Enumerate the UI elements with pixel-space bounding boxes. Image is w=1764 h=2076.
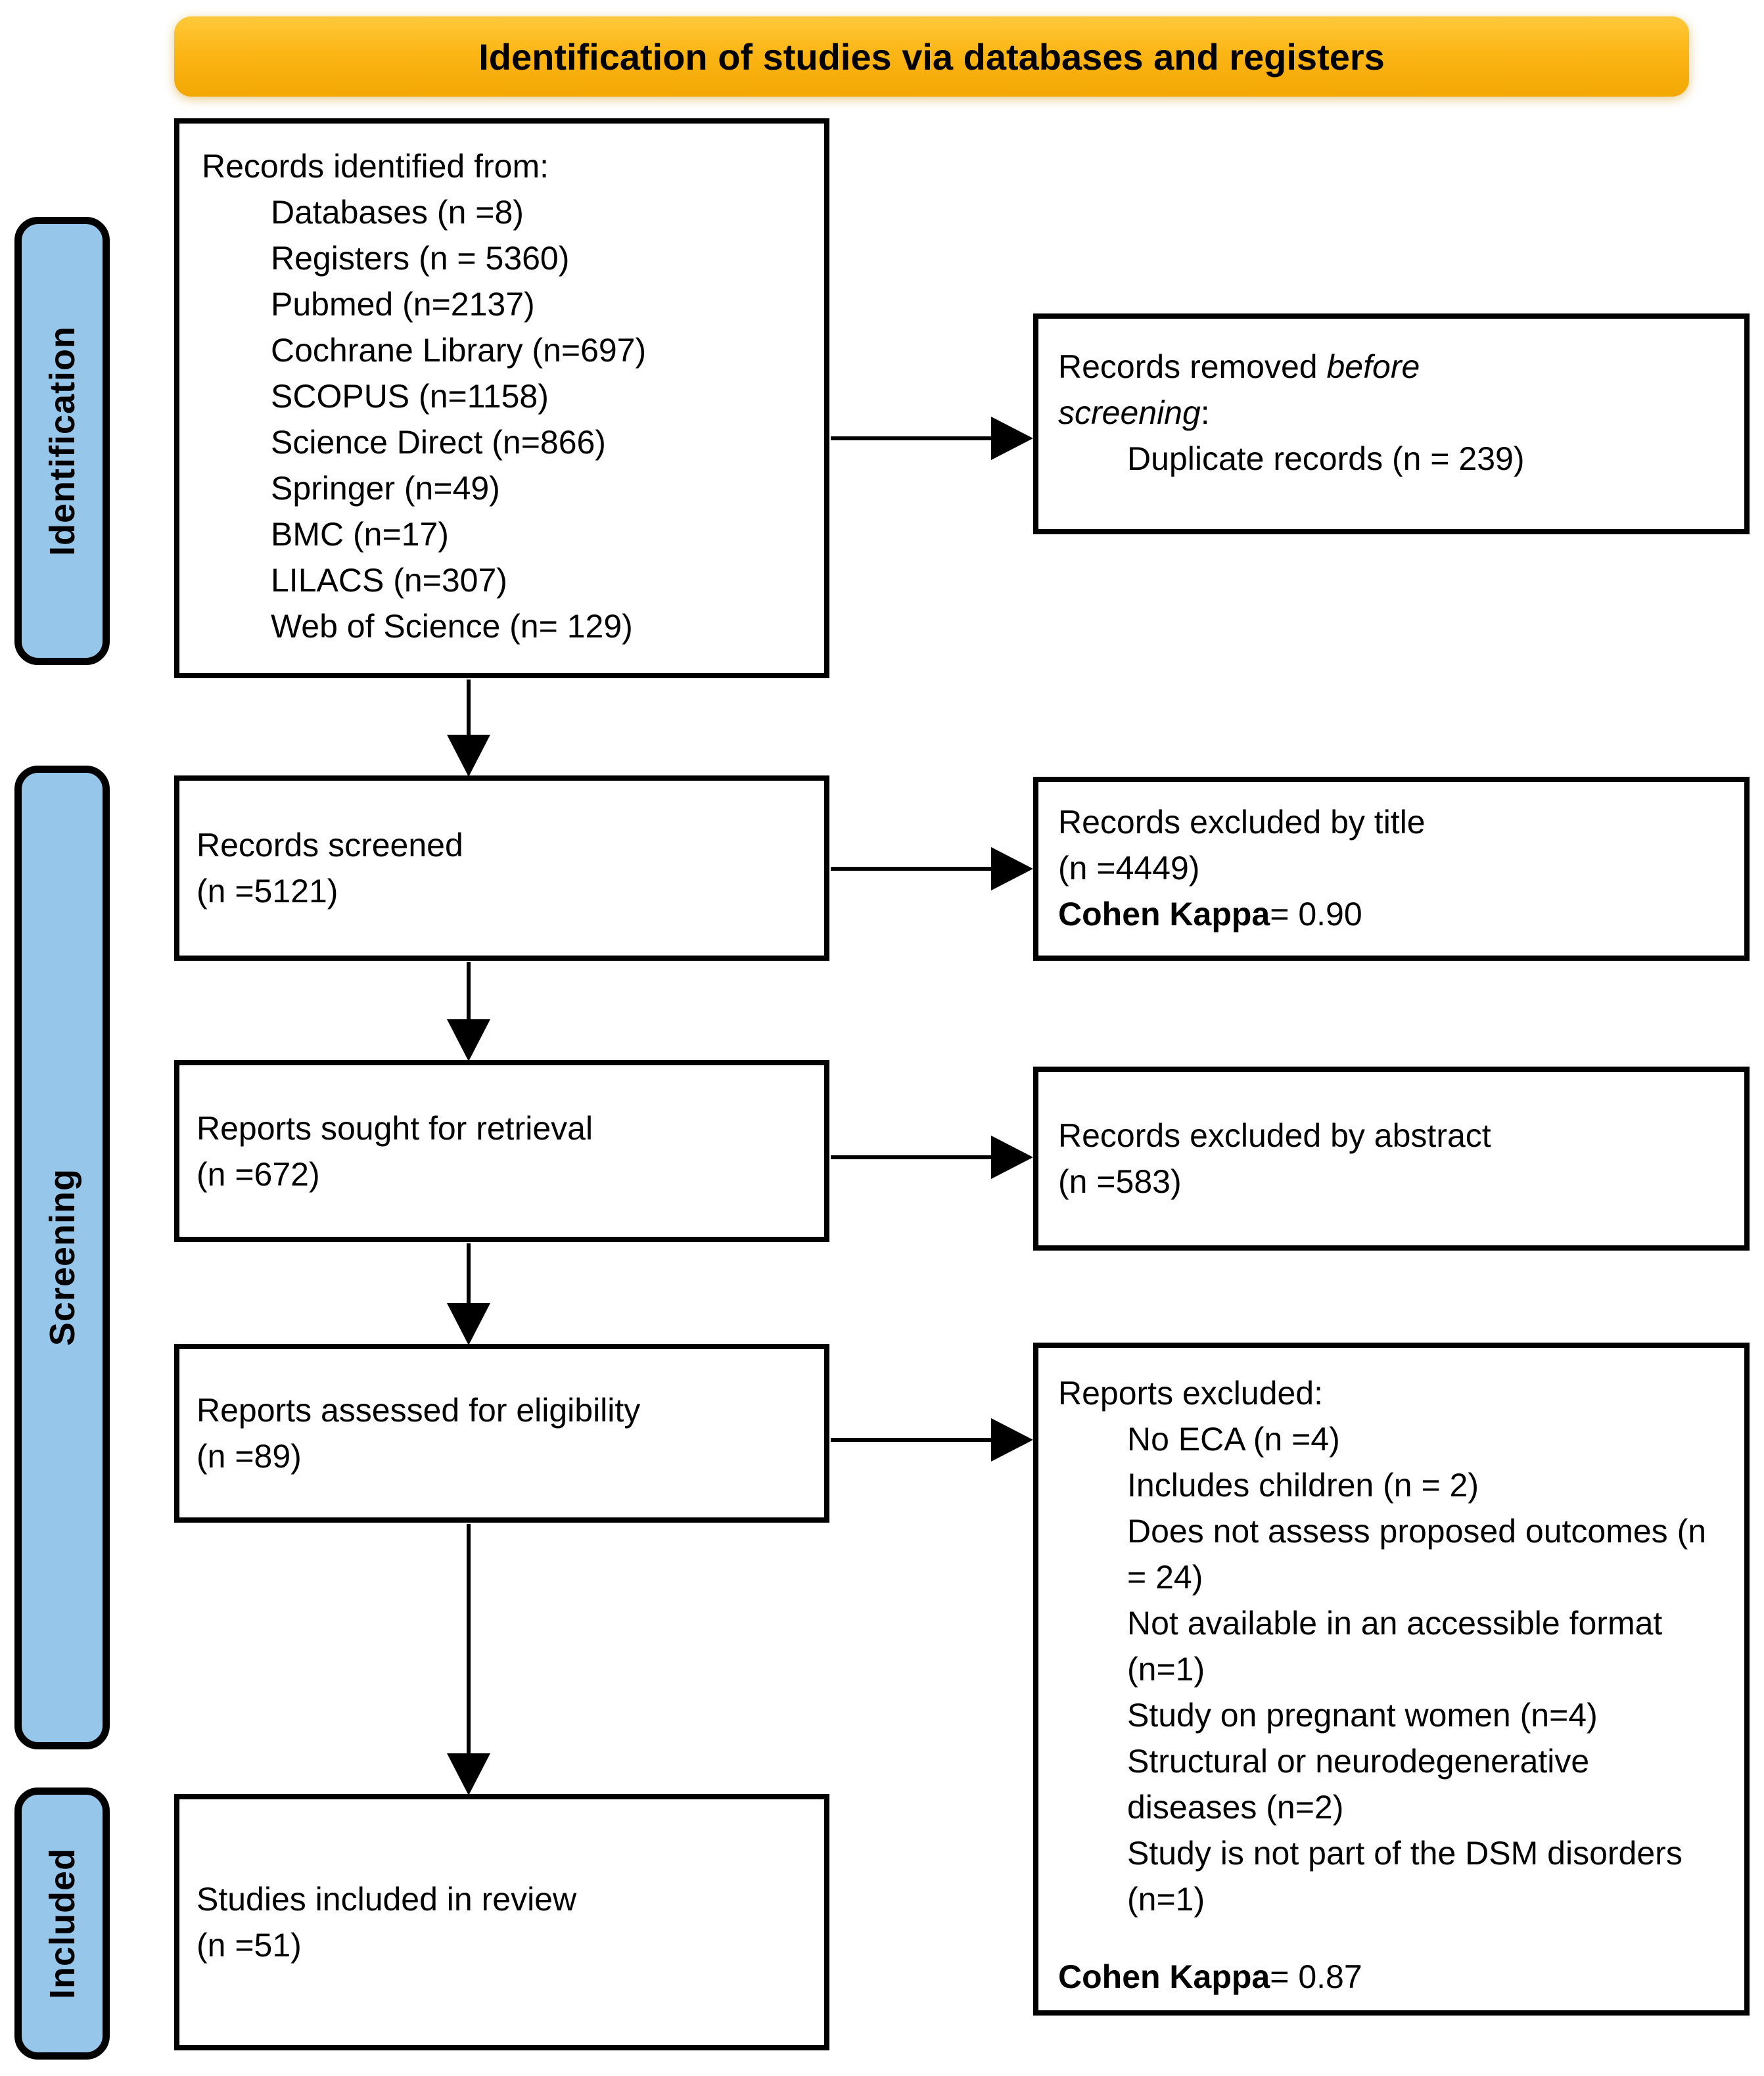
stage-screening-label: Screening <box>42 1168 82 1347</box>
box-excluded-by-title: Records excluded by title (n =4449) Cohe… <box>1033 777 1750 961</box>
reports-excluded-title: Reports excluded: <box>1058 1375 1324 1412</box>
studies-included-count: (n =51) <box>197 1927 302 1964</box>
source-bmc: BMC (n=17) <box>271 516 449 553</box>
kappa-label: Cohen Kappa <box>1058 896 1270 933</box>
banner-identification-via-databases: Identification of studies via databases … <box>174 16 1689 97</box>
records-screened-count: (n =5121) <box>197 873 338 910</box>
box-records-screened: Records screened (n =5121) <box>174 775 829 961</box>
records-screened-line1: Records screened <box>197 827 463 864</box>
excl-no-eca: No ECA (n =4) <box>1127 1421 1340 1458</box>
source-webofscience: Web of Science (n= 129) <box>271 608 633 645</box>
stage-included-label: Included <box>42 1847 82 1999</box>
excl-neurodegenerative: Structural or neurodegenerative diseases… <box>1127 1743 1590 1826</box>
kappa-label: Cohen Kappa <box>1058 1958 1270 1995</box>
box-reports-assessed: Reports assessed for eligibility (n =89) <box>174 1344 829 1523</box>
arrow-sought-to-assessed-shaft <box>467 1243 471 1306</box>
box-excluded-by-abstract: Records excluded by abstract (n =583) <box>1033 1067 1750 1251</box>
arrow-identified-to-removed-head <box>991 417 1033 460</box>
excl-children: Includes children (n = 2) <box>1127 1467 1479 1504</box>
records-removed-title: Records removed before screening: <box>1058 348 1420 431</box>
source-databases: Databases (n =8) <box>271 194 524 231</box>
source-springer: Springer (n=49) <box>271 470 500 507</box>
source-lilacs: LILACS (n=307) <box>271 562 507 599</box>
excluded-by-abstract-count: (n =583) <box>1058 1163 1182 1200</box>
arrow-sought-to-assessed-head <box>447 1303 490 1345</box>
excl-outcomes: Does not assess proposed outcomes (n = 2… <box>1127 1513 1707 1596</box>
arrow-screened-to-title-excluded-shaft <box>831 867 995 871</box>
box-records-removed-before-screening: Records removed before screening: Duplic… <box>1033 313 1750 534</box>
stage-identification-label: Identification <box>42 326 82 556</box>
reports-excluded-kappa: Cohen Kappa= 0.87 <box>1058 1958 1362 1995</box>
arrow-identified-to-screened-shaft <box>467 680 471 737</box>
excluded-by-title-count: (n =4449) <box>1058 850 1200 887</box>
arrow-screened-to-title-excluded-head <box>991 847 1033 890</box>
box-records-identified: Records identified from: Databases (n =8… <box>174 118 829 678</box>
box-reports-sought: Reports sought for retrieval (n =672) <box>174 1060 829 1242</box>
source-scopus: SCOPUS (n=1158) <box>271 378 549 415</box>
reports-assessed-line1: Reports assessed for eligibility <box>197 1392 641 1429</box>
source-pubmed: Pubmed (n=2137) <box>271 286 535 323</box>
excl-not-dsm: Study is not part of the DSM disorders (… <box>1127 1835 1683 1918</box>
excl-format: Not available in an accessible format (n… <box>1127 1605 1663 1688</box>
source-cochrane: Cochrane Library (n=697) <box>271 332 647 369</box>
studies-included-line1: Studies included in review <box>197 1881 577 1918</box>
arrow-screened-to-sought-shaft <box>467 962 471 1023</box>
records-identified-title: Records identified from: <box>202 148 549 185</box>
arrow-sought-to-abstract-excluded-head <box>991 1136 1033 1179</box>
arrow-assessed-to-included-head <box>447 1753 490 1795</box>
arrow-identified-to-screened-head <box>447 735 490 777</box>
excluded-by-abstract-line1: Records excluded by abstract <box>1058 1117 1491 1154</box>
duplicate-records-item: Duplicate records (n = 239) <box>1127 440 1525 477</box>
reports-sought-line1: Reports sought for retrieval <box>197 1109 593 1147</box>
source-registers: Registers (n = 5360) <box>271 240 570 277</box>
arrow-assessed-to-included-shaft <box>467 1524 471 1755</box>
reports-sought-count: (n =672) <box>197 1155 320 1193</box>
arrow-screened-to-sought-head <box>447 1019 490 1061</box>
arrow-assessed-to-reports-excluded-head <box>991 1418 1033 1462</box>
arrow-sought-to-abstract-excluded-shaft <box>831 1155 995 1159</box>
arrow-assessed-to-reports-excluded-shaft <box>831 1438 995 1442</box>
banner-label: Identification of studies via databases … <box>478 35 1385 78</box>
box-reports-excluded: Reports excluded: No ECA (n =4) Includes… <box>1033 1343 1750 2016</box>
box-studies-included: Studies included in review (n =51) <box>174 1794 829 2050</box>
stage-screening: Screening <box>14 766 110 1749</box>
source-sciencedirect: Science Direct (n=866) <box>271 424 606 461</box>
stage-identification: Identification <box>14 217 110 665</box>
excluded-by-title-kappa: Cohen Kappa= 0.90 <box>1058 896 1362 933</box>
stage-included: Included <box>14 1788 110 2060</box>
reports-assessed-count: (n =89) <box>197 1438 302 1475</box>
excluded-by-title-line1: Records excluded by title <box>1058 804 1426 841</box>
arrow-identified-to-removed-shaft <box>831 436 995 440</box>
excl-pregnant: Study on pregnant women (n=4) <box>1127 1697 1598 1734</box>
